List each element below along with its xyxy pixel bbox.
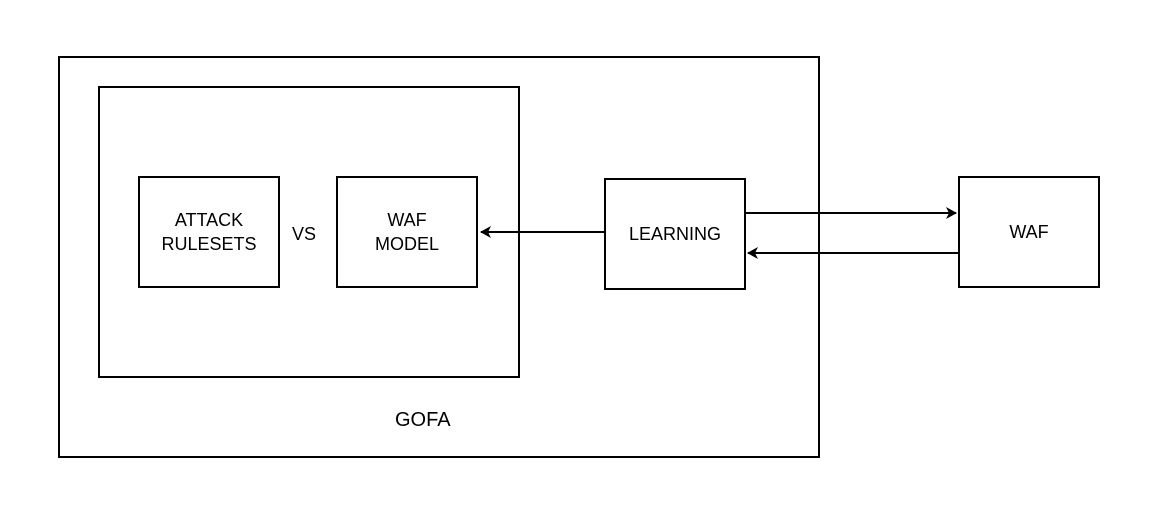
waf-model-node[interactable]: WAF MODEL <box>336 176 478 288</box>
waf-label: WAF <box>1009 222 1049 242</box>
gofa-container <box>58 56 820 458</box>
waf-model-line1: WAF <box>387 210 427 230</box>
learning-node[interactable]: LEARNING <box>604 178 746 290</box>
attack-rulesets-line1: ATTACK <box>174 210 244 230</box>
attack-rulesets-node[interactable]: ATTACK RULESETS <box>138 176 280 288</box>
learning-label: LEARNING <box>628 224 722 244</box>
gofa-label: GOFA <box>395 409 451 431</box>
attack-rulesets-line2: RULESETS <box>161 234 257 254</box>
vs-label: VS <box>292 224 317 244</box>
waf-node[interactable]: WAF <box>958 176 1100 288</box>
waf-model-line2: MODEL <box>374 234 439 254</box>
